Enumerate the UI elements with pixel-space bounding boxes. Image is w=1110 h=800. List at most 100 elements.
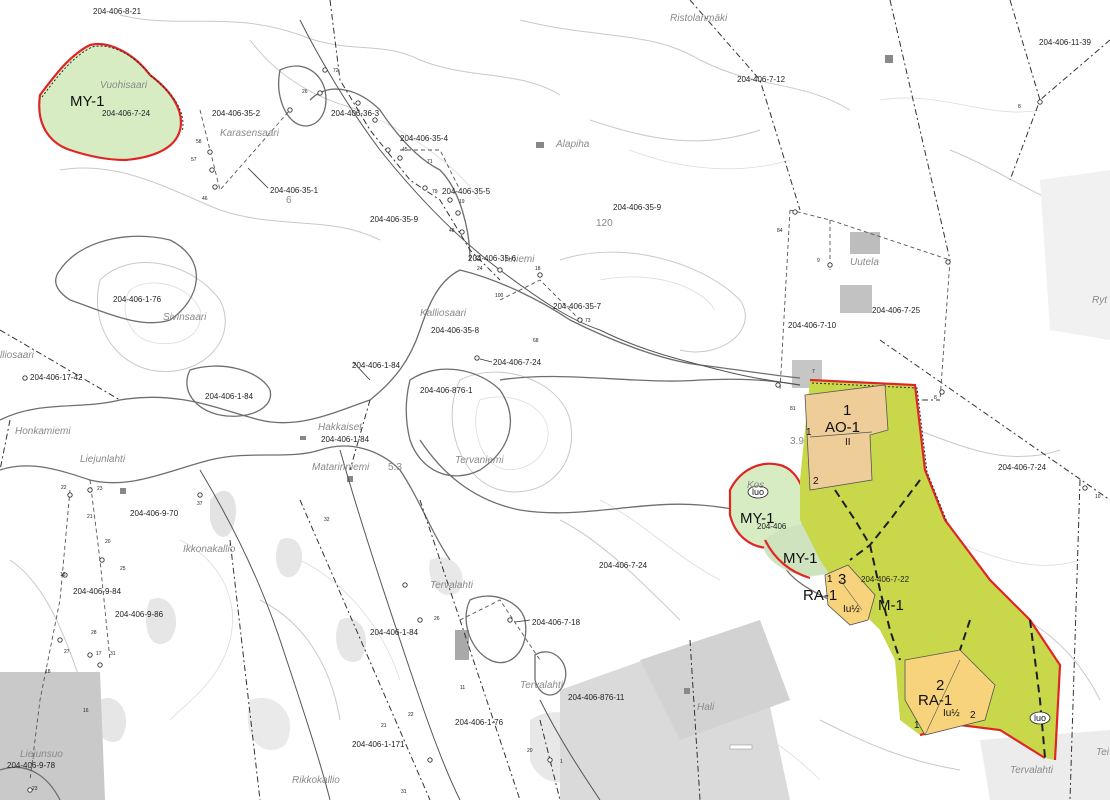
vertex-number: 46 — [202, 196, 208, 202]
vertex-number: 72 — [333, 68, 339, 74]
place-names: Vuohisaari Karasensaari Alapiha Ristolan… — [0, 13, 1110, 786]
zone-small-number: 1 — [806, 427, 812, 438]
place-name: Hali — [697, 702, 715, 713]
place-name: Alapiha — [555, 139, 590, 150]
vertex-number: 48 — [449, 228, 455, 234]
parcel-label: 204-406-7-24 — [599, 561, 648, 570]
vertex-number: 26 — [302, 89, 308, 95]
place-name: Ryt — [1092, 295, 1108, 306]
vertex-number: 79 — [432, 189, 438, 195]
place-name: Tei — [1096, 747, 1110, 758]
zone-small-number: 1 — [827, 574, 833, 585]
vertex-number: 21 — [87, 514, 93, 520]
vertex-number: 45 — [402, 147, 408, 153]
vertex-number: 8 — [934, 395, 937, 401]
zone-ra-3[interactable] — [824, 564, 876, 626]
place-name: Uutela — [850, 257, 879, 268]
place-name: Kos — [747, 480, 764, 491]
vertex-number: 23 — [32, 786, 38, 792]
zone-mark-ao: II — [845, 437, 851, 448]
place-name: nniemi — [505, 254, 535, 265]
parcel-label: 204-406-11-39 — [1039, 38, 1091, 47]
vertex-number: 23 — [97, 486, 103, 492]
zone-small-number: 2 — [970, 710, 976, 721]
parcel-label: 204-406-35-6 — [468, 254, 517, 263]
zone-ra-2[interactable] — [904, 649, 996, 736]
zone-mark-ra-2: Iu½ — [943, 708, 960, 719]
zone-label-my-lower: MY-1 — [783, 550, 817, 567]
place-name: Liejunsuo — [20, 749, 63, 760]
place-name: Rikkokallio — [292, 775, 340, 786]
zone-my-north[interactable] — [38, 42, 184, 162]
vertex-number: 57 — [191, 157, 197, 163]
elevation: 3.9 — [790, 436, 804, 447]
contour-lines — [9, 14, 1101, 781]
vertex-number: 16 — [60, 572, 66, 578]
vertex-number: 31 — [401, 789, 407, 795]
zone-mark-ra-3: Iu½ — [843, 604, 860, 615]
place-name: Kalliosaari — [420, 308, 467, 319]
parcel-label: 204-406-1-84 — [352, 361, 401, 370]
vertex-number: 8 — [1018, 104, 1021, 110]
parcel-label: 204-406-8-21 — [93, 7, 142, 16]
parcel-label: 204-406-35-9 — [613, 203, 662, 212]
buildings — [120, 55, 893, 750]
zone-number-ra-3: 3 — [838, 571, 846, 588]
vertex-number: 18 — [535, 266, 541, 272]
vertex-number: 68 — [533, 338, 539, 344]
vertex-number: 7 — [812, 369, 815, 375]
parcel-label: 204-406-7-22 — [861, 575, 910, 584]
zone-small-number: 2 — [813, 476, 819, 487]
parcel-label: 204-406-9-86 — [115, 610, 164, 619]
parcel-label: 204-406-1-76 — [113, 295, 162, 304]
place-name: Tervalahti — [430, 580, 474, 591]
vertex-number: 71 — [427, 159, 433, 165]
parcel-label: 204-406-35-1 — [270, 186, 319, 195]
vertex-number: 9 — [817, 258, 820, 264]
parcel-label: 204-406-17-42 — [30, 373, 83, 382]
parcel-label: 204-406-35-8 — [431, 326, 480, 335]
parcel-label: 204-406-7-24 — [102, 109, 151, 118]
vertex-number: 20 — [105, 539, 111, 545]
parcel-label: 204-406 — [757, 522, 787, 531]
parcel-label: 204-406-9-70 — [130, 509, 179, 518]
parcel-label: 204-406-7-12 — [737, 75, 786, 84]
zone-label-ra-2: RA-1 — [918, 692, 952, 709]
roads — [199, 19, 801, 800]
parcel-label: 204-406-1-84 — [370, 628, 419, 637]
parcel-labels: 204-406-8-21 204-406-7-24 204-406-35-2 2… — [7, 7, 1091, 770]
parcel-label: 204-406-876-1 — [420, 386, 473, 395]
place-name: Honkamiemi — [15, 426, 71, 437]
parcel-label: 204-406-1-84 — [205, 392, 254, 401]
place-name: Hakkaiset — [318, 422, 363, 433]
vertex-number: 22 — [408, 712, 414, 718]
parcel-label: 204-406-1-171 — [352, 740, 405, 749]
zone-label-ra-3: RA-1 — [803, 587, 837, 604]
parcel-label: 204-406-9-78 — [7, 761, 56, 770]
elevation: 120 — [596, 218, 613, 229]
vertex-number: 1 — [560, 759, 563, 765]
parcel-label: 204-406-1-76 — [455, 718, 504, 727]
vertex-number: 17 — [96, 651, 102, 657]
vertex-number: 28 — [91, 630, 97, 636]
vertex-number: 19 — [459, 199, 465, 205]
place-name: lliosaari — [0, 350, 35, 361]
parcel-label: 204-406-35-7 — [553, 302, 602, 311]
zone-label-ao: AO-1 — [825, 419, 860, 436]
leader-lines — [247, 167, 531, 623]
parcel-label: 204-406-876-11 — [568, 693, 625, 702]
place-name: Tervaniemi — [455, 455, 504, 466]
place-name: Liejunlahti — [80, 454, 126, 465]
place-name: Ikkonakallio — [183, 544, 236, 555]
vertex-number: 21 — [381, 723, 387, 729]
vertex-number: 27 — [64, 649, 70, 655]
zone-ao[interactable] — [804, 384, 889, 491]
parcel-label: 204-406-7-25 — [872, 306, 921, 315]
place-name: Tervalahti — [520, 680, 564, 691]
vertex-number: 10 — [1095, 494, 1101, 500]
vertex-number: 58 — [196, 139, 202, 145]
luo-badge-m: luo — [1029, 711, 1051, 725]
luo-badge-my: luo — [747, 485, 769, 499]
